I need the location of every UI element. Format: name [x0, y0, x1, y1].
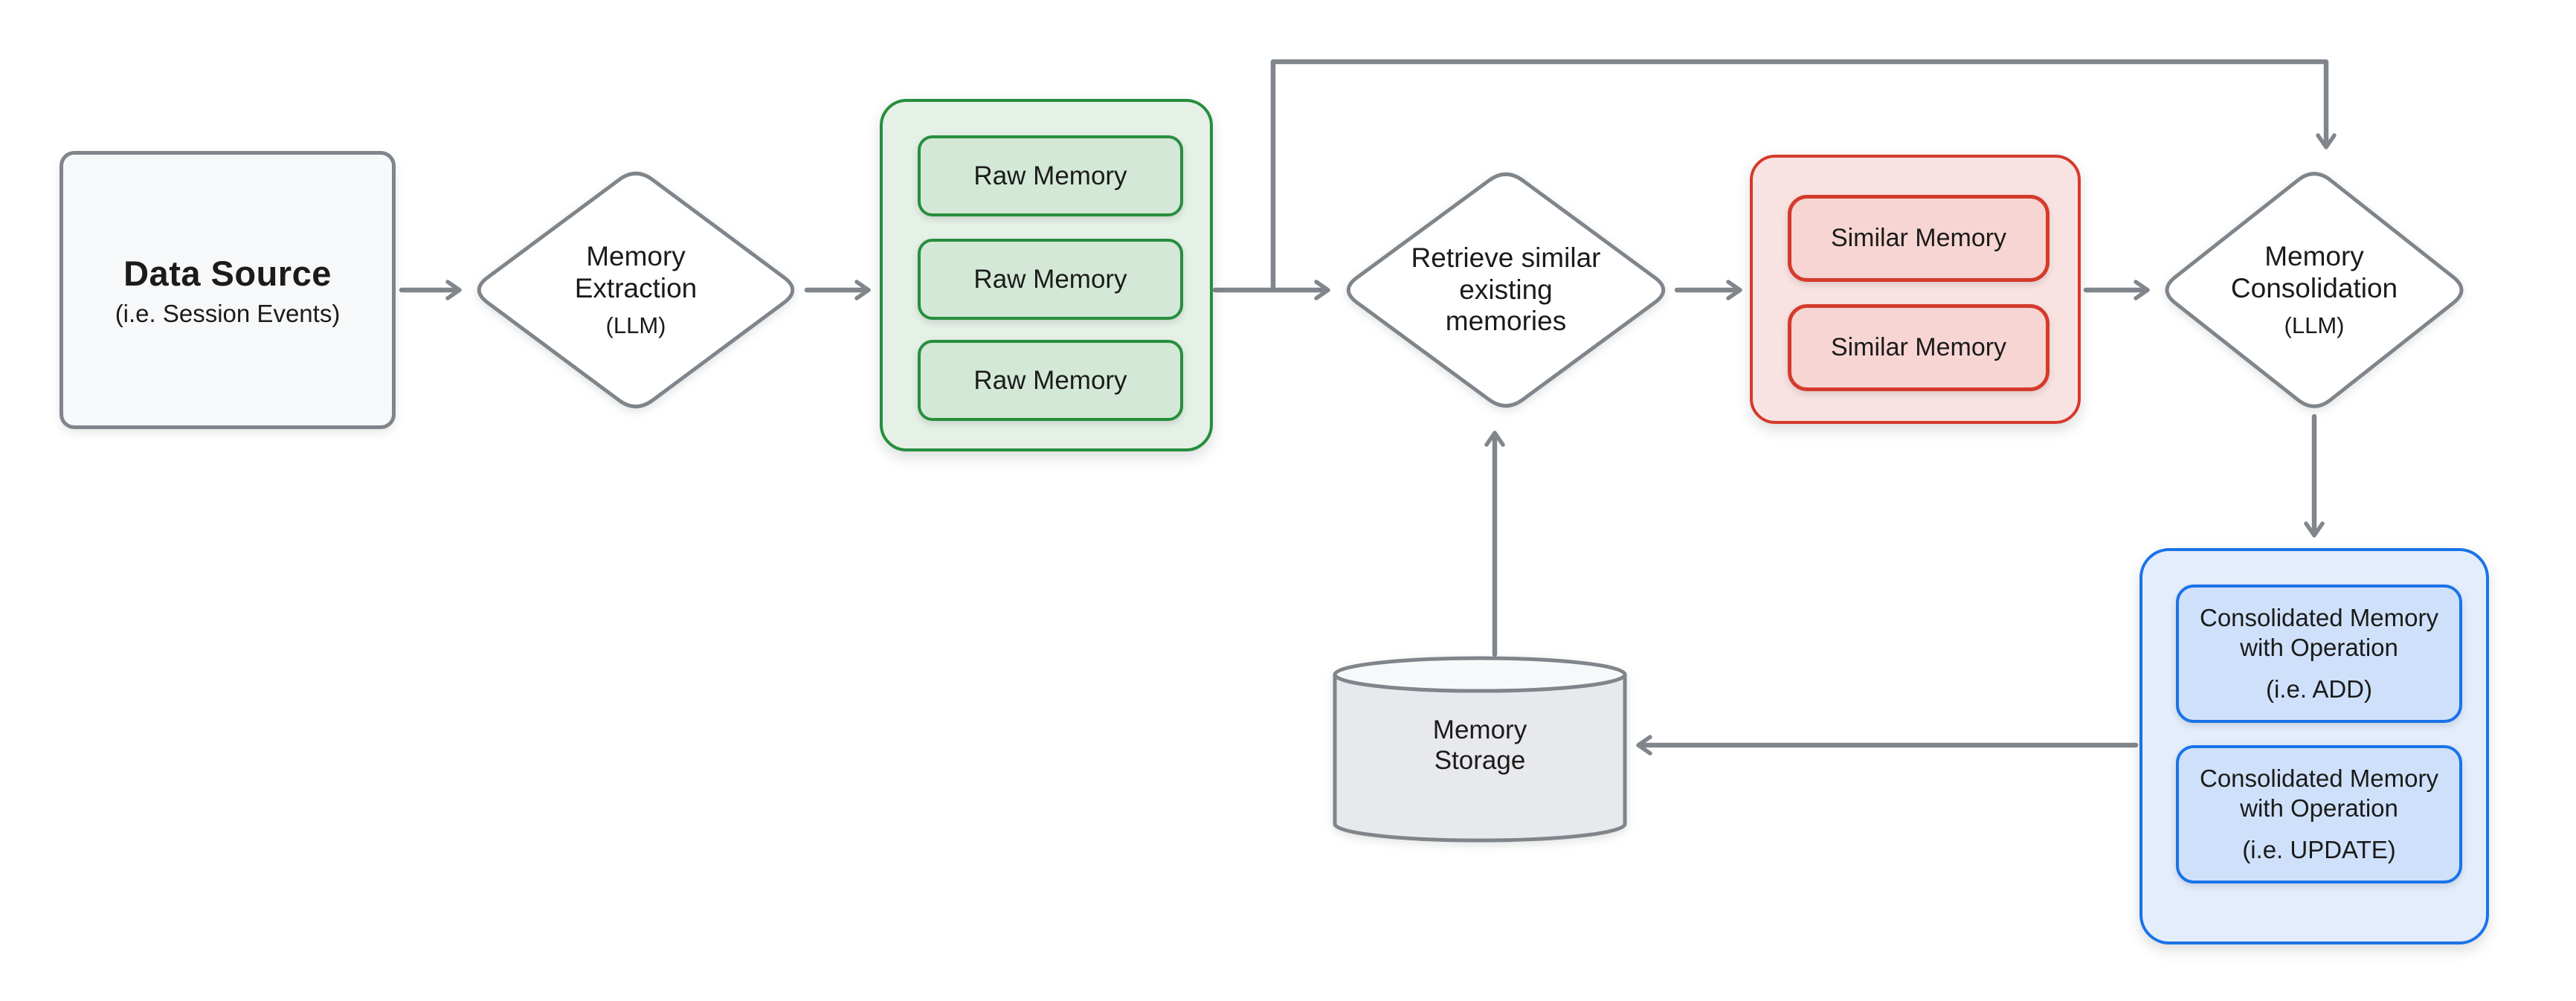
memory-consolidation-line: Consolidation — [2230, 273, 2398, 304]
raw-memory-item: Raw Memory — [918, 239, 1183, 320]
retrieve-memories-line: Retrieve similar — [1411, 242, 1601, 273]
extraction-diamond-shape — [477, 171, 795, 409]
raw-memory-item: Raw Memory — [918, 340, 1183, 421]
feedback-line-rawmemory-to-consolidation — [1270, 59, 2337, 292]
node-data-source: Data Source (i.e. Session Events) — [59, 151, 396, 429]
raw-memory-label: Raw Memory — [973, 161, 1127, 190]
raw-memory-label: Raw Memory — [973, 365, 1127, 395]
consolidated-memory-title-line: with Operation — [2240, 794, 2398, 822]
storage-cylinder-top — [1333, 656, 1627, 693]
memory-extraction-label: Memory Extraction (LLM) — [471, 167, 801, 413]
retrieve-memories-line: memories — [1445, 306, 1567, 337]
consolidated-memory-title-line: Consolidated Memory — [2200, 603, 2438, 631]
node-raw-memory-group: Raw Memory Raw Memory Raw Memory — [880, 99, 1213, 451]
retrieve-diamond-shape — [1346, 172, 1666, 408]
raw-memory-item: Raw Memory — [918, 135, 1183, 216]
similar-memory-label: Similar Memory — [1830, 224, 2007, 252]
node-consolidated-memory-group: Consolidated Memory with Operation (i.e.… — [2139, 548, 2489, 944]
similar-memory-item: Similar Memory — [1788, 304, 2049, 391]
memory-storage-line: Storage — [1434, 746, 1526, 775]
memory-storage-line: Memory — [1432, 715, 1527, 745]
memory-extraction-line: Memory — [586, 241, 686, 272]
retrieve-memories-label: Retrieve similar existing memories — [1340, 168, 1672, 412]
similar-memory-item: Similar Memory — [1788, 195, 2049, 282]
memory-consolidation-subtitle: (LLM) — [2284, 312, 2345, 338]
memory-extraction-line: Extraction — [574, 273, 698, 304]
consolidated-memory-subtitle: (i.e. UPDATE) — [2242, 836, 2396, 864]
consolidated-memory-title-line: Consolidated Memory — [2200, 764, 2438, 792]
consolidated-memory-item: Consolidated Memory with Operation (i.e.… — [2176, 745, 2462, 883]
consolidated-memory-title-line: with Operation — [2240, 633, 2398, 661]
memory-consolidation-line: Memory — [2264, 241, 2364, 272]
similar-memory-label: Similar Memory — [1830, 333, 2007, 361]
memory-storage-label: Memory Storage — [1335, 683, 1625, 809]
memory-consolidation-label: Memory Consolidation (LLM) — [2159, 167, 2470, 413]
consolidated-memory-item: Consolidated Memory with Operation (i.e.… — [2176, 585, 2462, 723]
node-similar-memory-group: Similar Memory Similar Memory — [1750, 155, 2081, 424]
data-source-title: Data Source — [123, 253, 332, 293]
data-source-subtitle: (i.e. Session Events) — [115, 299, 341, 327]
retrieve-memories-line: existing — [1459, 274, 1553, 305]
consolidation-diamond-shape — [2165, 172, 2464, 408]
consolidated-memory-subtitle: (i.e. ADD) — [2265, 675, 2373, 704]
memory-extraction-subtitle: (LLM) — [605, 312, 666, 338]
raw-memory-label: Raw Memory — [973, 264, 1127, 294]
